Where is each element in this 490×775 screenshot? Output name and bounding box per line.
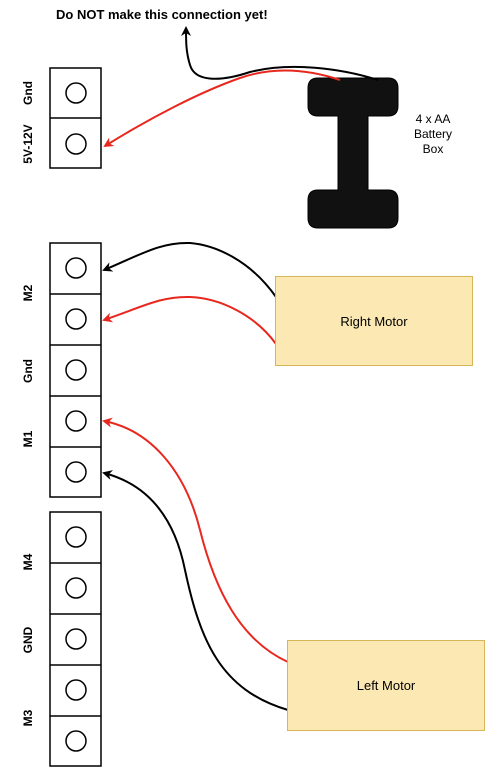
terminal-screw-gnd-upper xyxy=(65,359,87,381)
terminal-screw-m3-b xyxy=(65,730,87,752)
motor-label-gnd: Gnd xyxy=(21,359,35,383)
battery-box-shape xyxy=(307,77,399,229)
battery-red-wire xyxy=(103,69,341,148)
left-motor-black-wire xyxy=(102,470,289,711)
warning-note: Do NOT make this connection yet! xyxy=(56,7,268,22)
battery-label-line1: 4 x AA xyxy=(415,112,451,126)
terminal-screw-m1-b xyxy=(65,461,87,483)
right-motor-box: Right Motor xyxy=(275,276,473,366)
terminal-screw-m3-a xyxy=(65,679,87,701)
right-motor-black-wire xyxy=(102,241,277,298)
left-motor-red-wire xyxy=(102,417,289,663)
terminal-screw-m2-b xyxy=(65,308,87,330)
motor-terminal-block-upper xyxy=(49,242,102,498)
terminal-screw-m4-b xyxy=(65,577,87,599)
battery-label-line2: Battery xyxy=(413,127,452,141)
power-label-gnd: Gnd xyxy=(21,81,35,105)
terminal-screw-m1-a xyxy=(65,410,87,432)
motor-label-m4: M4 xyxy=(21,553,35,571)
terminal-screw-m4-a xyxy=(65,526,87,548)
motor-label-m3: M3 xyxy=(21,709,35,727)
power-label-vin: 5V-12V xyxy=(21,124,35,164)
left-motor-box: Left Motor xyxy=(287,640,485,731)
terminal-screw-m2-a xyxy=(65,257,87,279)
motor-label-gnd2: GND xyxy=(21,626,35,654)
terminal-screw-gnd-lower xyxy=(65,628,87,650)
motor-terminal-block-lower xyxy=(49,511,102,767)
motor-label-m2: M2 xyxy=(21,284,35,302)
battery-black-wire xyxy=(181,26,379,81)
terminal-screw-vin xyxy=(65,133,87,155)
motor-label-m1: M1 xyxy=(21,430,35,448)
battery-label-line3: Box xyxy=(422,142,444,156)
right-motor-red-wire xyxy=(102,295,277,345)
battery-box-label: 4 x AA Battery Box xyxy=(398,112,468,157)
power-terminal-block xyxy=(49,67,102,169)
terminal-screw-gnd xyxy=(65,82,87,104)
